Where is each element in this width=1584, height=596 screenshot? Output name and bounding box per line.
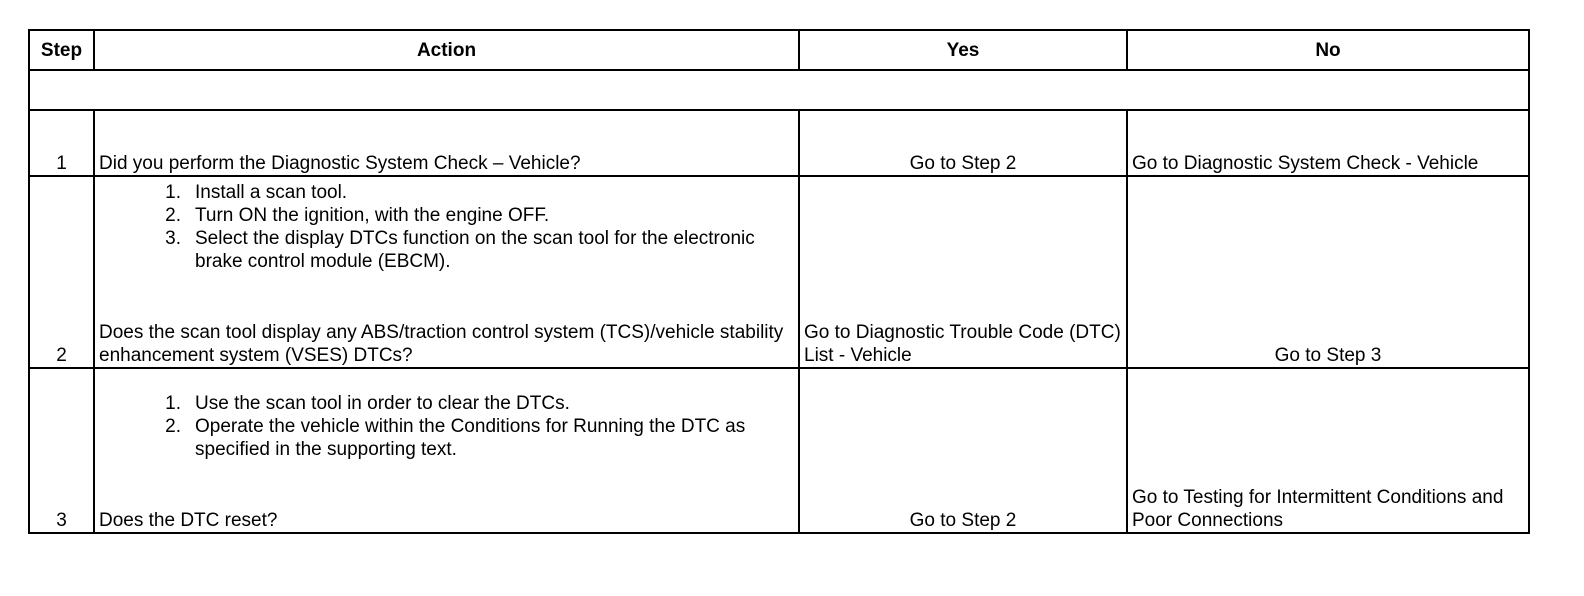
substep-text: Use the scan tool in order to clear the … [195, 393, 570, 414]
substep-list: 1. Install a scan tool. 2. Turn ON the i… [99, 177, 794, 273]
action-cell: 1. Use the scan tool in order to clear t… [93, 367, 800, 534]
list-item: 1. Install a scan tool. [99, 181, 794, 204]
list-item: 3. Select the display DTCs function on t… [99, 227, 794, 273]
step-number: 2 [28, 175, 95, 369]
action-question: Does the DTC reset? [99, 510, 278, 531]
yes-cell: Go to Diagnostic Trouble Code (DTC) List… [798, 175, 1128, 369]
diagnostic-table: Step Action Yes No 1 Did you perform the… [28, 29, 1530, 534]
substep-list: 1. Use the scan tool in order to clear t… [99, 388, 794, 461]
substep-number: 1. [165, 182, 181, 203]
table-row: 2 1. Install a scan tool. 2. Turn ON the… [28, 175, 1530, 369]
step-number: 1 [28, 109, 95, 177]
substep-text: Turn ON the ignition, with the engine OF… [195, 205, 550, 226]
substep-text: Install a scan tool. [195, 182, 348, 203]
substep-text: Select the display DTCs function on the … [195, 228, 755, 272]
action-question: Did you perform the Diagnostic System Ch… [99, 153, 581, 174]
no-cell: Go to Step 3 [1126, 175, 1530, 369]
list-item: 2. Turn ON the ignition, with the engine… [99, 204, 794, 227]
header-yes: Yes [798, 29, 1128, 71]
action-cell: Did you perform the Diagnostic System Ch… [93, 109, 800, 177]
substep-number: 3. [165, 228, 181, 249]
table-row: 1 Did you perform the Diagnostic System … [28, 109, 1530, 177]
no-cell: Go to Diagnostic System Check - Vehicle [1126, 109, 1530, 177]
action-question: Does the scan tool display any ABS/tract… [99, 322, 784, 366]
no-cell: Go to Testing for Intermittent Condition… [1126, 367, 1530, 534]
header-row: Step Action Yes No [28, 29, 1530, 71]
table-row: 3 1. Use the scan tool in order to clear… [28, 367, 1530, 534]
yes-cell: Go to Step 2 [798, 109, 1128, 177]
step-number: 3 [28, 367, 95, 534]
header-step: Step [28, 29, 95, 71]
list-item: 2. Operate the vehicle within the Condit… [99, 415, 794, 461]
no-text: Go to Diagnostic System Check - Vehicle [1132, 153, 1479, 174]
substep-number: 1. [165, 393, 181, 414]
substep-number: 2. [165, 205, 181, 226]
action-cell: 1. Install a scan tool. 2. Turn ON the i… [93, 175, 800, 369]
substep-number: 2. [165, 416, 181, 437]
blank-row [28, 69, 1530, 111]
list-item: 1. Use the scan tool in order to clear t… [99, 392, 794, 415]
header-action: Action [93, 29, 800, 71]
substep-text: Operate the vehicle within the Condition… [195, 416, 746, 460]
header-no: No [1126, 29, 1530, 71]
yes-cell: Go to Step 2 [798, 367, 1128, 534]
blank-cell [28, 69, 1530, 111]
